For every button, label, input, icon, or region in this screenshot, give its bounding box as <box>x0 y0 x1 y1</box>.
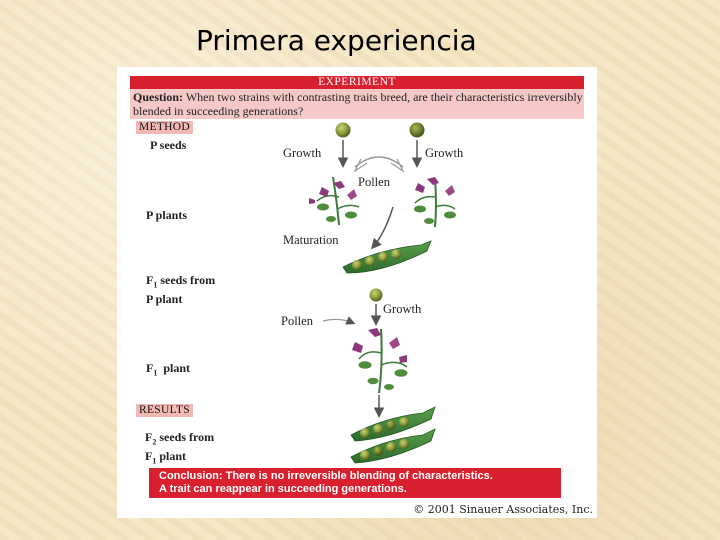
label-pollen-mid: Pollen <box>281 314 313 328</box>
arrow-pollen-cross-b <box>353 158 368 173</box>
f2-pod-lower <box>350 428 436 464</box>
p-plant-right <box>414 177 456 228</box>
experiment-figure: EXPERIMENT Question: When two strains wi… <box>117 67 597 518</box>
f1-plant <box>352 328 408 394</box>
p-plant-left <box>309 176 360 226</box>
stage-f2-seeds: F2 seeds from F1 plant <box>145 430 215 466</box>
stage-f1-seeds: F1 seeds from P plant <box>146 273 216 307</box>
label-growth-left: Growth <box>283 146 322 160</box>
f1-seed <box>369 288 383 302</box>
experiment-header: EXPERIMENT <box>130 76 584 89</box>
arrow-pollen-mid <box>322 316 356 325</box>
label-growth-mid: Growth <box>383 302 422 316</box>
p-seed-right <box>409 122 425 138</box>
slide-title: Primera experiencia <box>196 24 477 57</box>
conclusion-line-1: Conclusion: There is no irreversible ble… <box>159 470 493 482</box>
results-tag: RESULTS <box>136 404 193 417</box>
conclusion-box: Conclusion: There is no irreversible ble… <box>149 468 561 498</box>
conclusion-line-2: A trait can reappear in succeeding gener… <box>159 483 407 495</box>
question-box: Question: When two strains with contrast… <box>130 89 584 119</box>
p-seed-left <box>335 122 351 138</box>
f1-pod <box>342 240 432 274</box>
method-tag: METHOD <box>136 121 193 134</box>
f2-pod-upper <box>350 406 436 442</box>
label-pollen-top: Pollen <box>358 175 390 189</box>
question-text: When two strains with contrasting traits… <box>133 90 583 118</box>
experiment-artwork <box>309 122 456 464</box>
arrow-pollen-cross-c <box>390 158 405 173</box>
stage-f1-plant: F1 plant <box>146 361 191 378</box>
question-label: Question: <box>133 90 184 104</box>
copyright-notice: © 2001 Sinauer Associates, Inc. <box>413 503 593 516</box>
arrow-maturation <box>371 206 394 250</box>
label-growth-right: Growth <box>425 146 464 160</box>
stage-p-seeds: P seeds <box>150 138 187 152</box>
label-maturation: Maturation <box>283 233 339 247</box>
stage-p-plants: P plants <box>146 208 188 222</box>
